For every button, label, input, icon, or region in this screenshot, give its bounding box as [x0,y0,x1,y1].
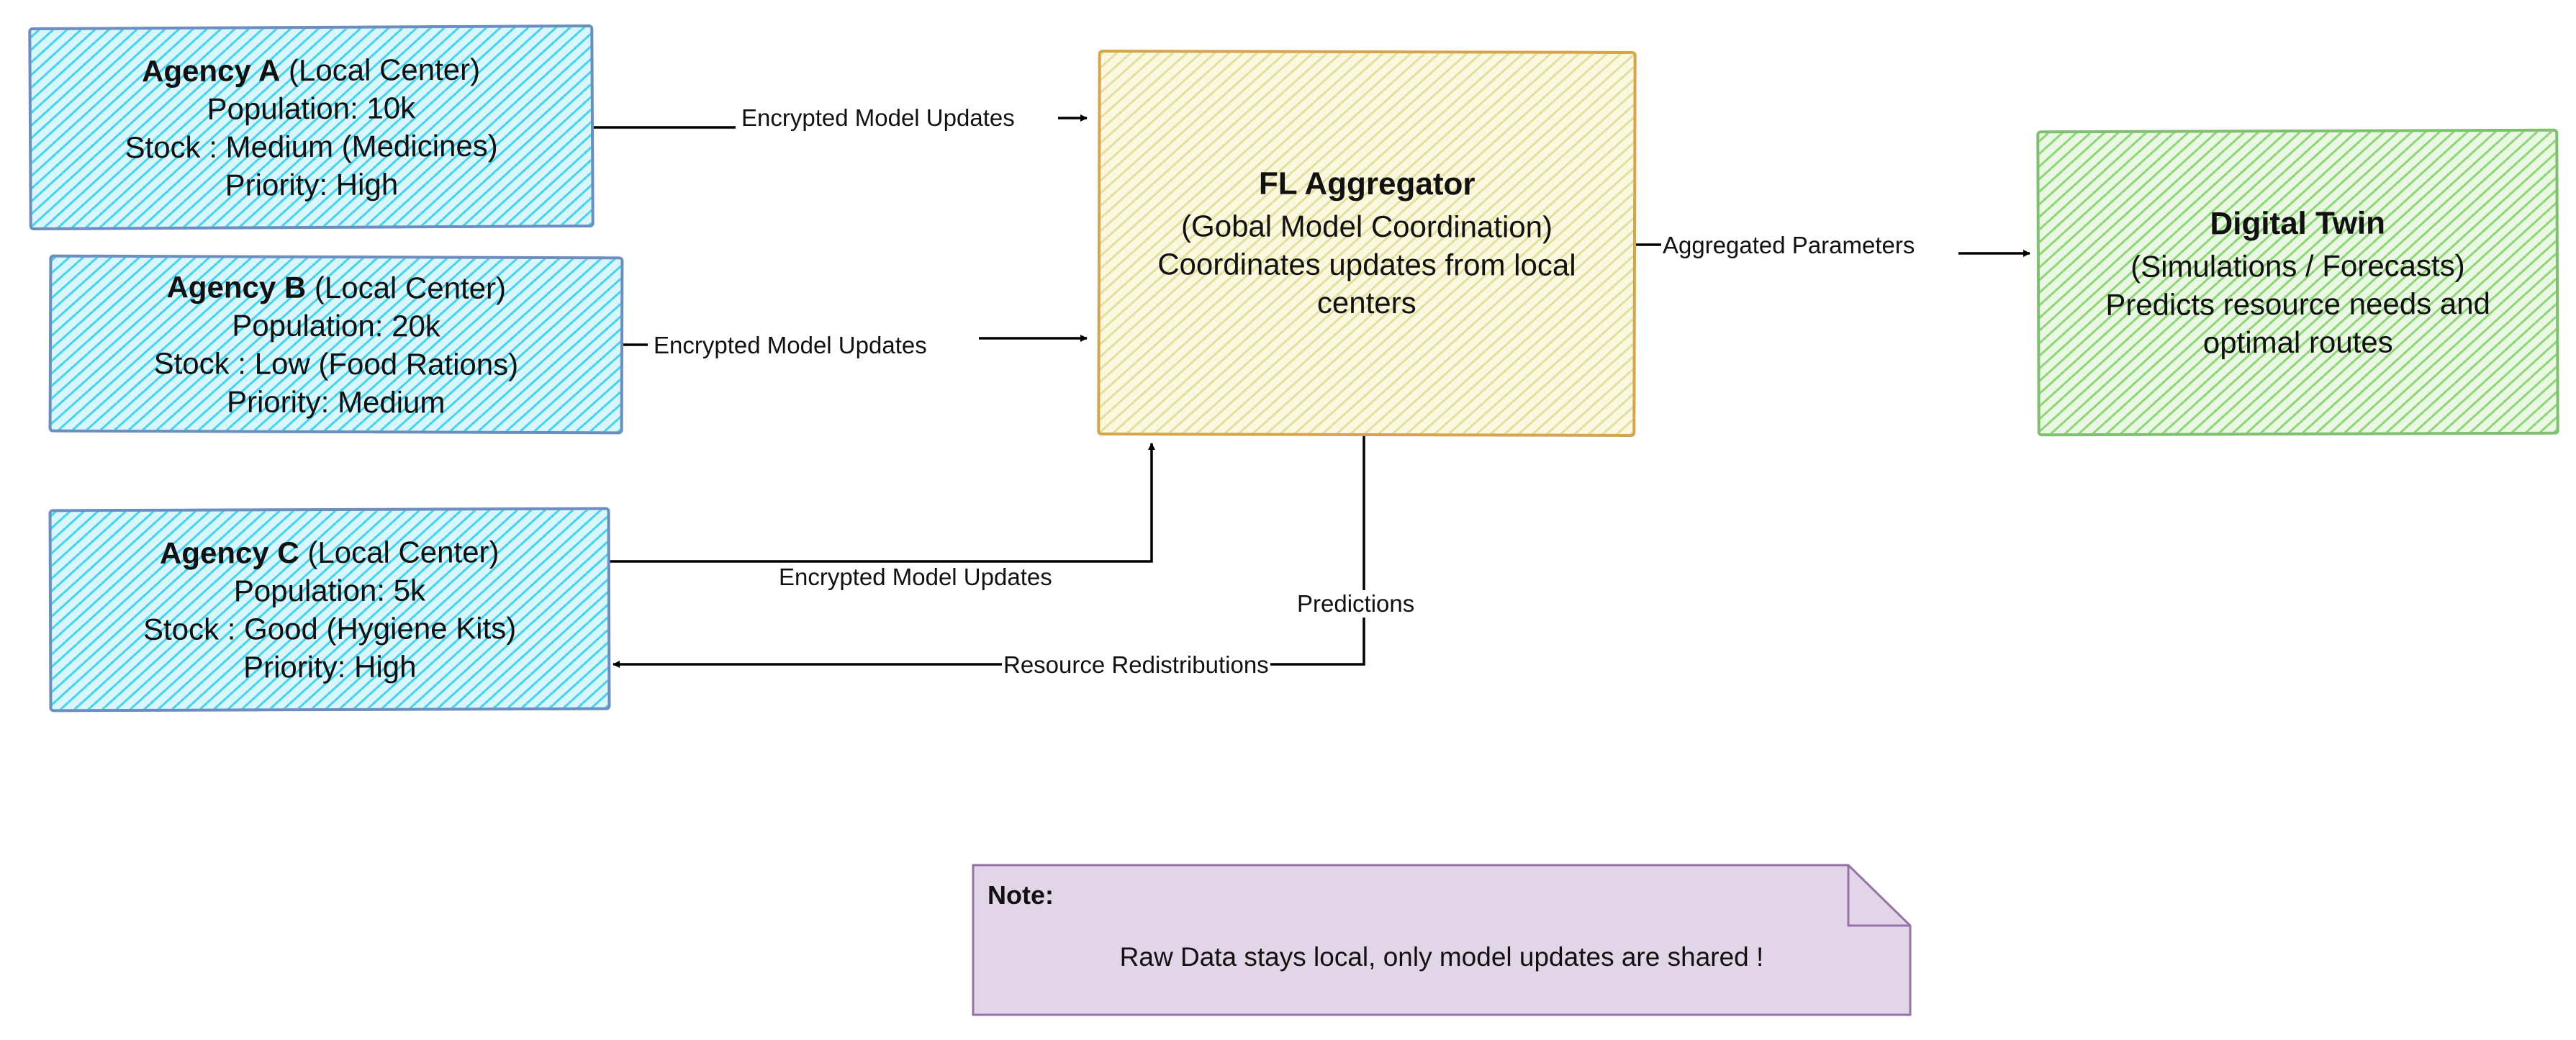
agency-b-name: Agency B [166,269,307,304]
note-shape [972,864,1912,1016]
note-box: Note: Raw Data stays local, only model u… [972,864,1912,1016]
note-title: Note: [988,880,1054,910]
agency-c-title-line: Agency C (Local Center) [160,533,500,572]
agency-a-node[interactable]: Agency A (Local Center) Population: 10k … [28,24,595,231]
edge-label-b-updates: Encrypted Model Updates [652,332,928,359]
digital-twin-node[interactable]: Digital Twin (Simulations / Forecasts) P… [2036,128,2559,437]
agency-c-priority: Priority: High [243,649,417,684]
agency-a-priority: Priority: High [225,167,399,202]
agency-c-type: (Local Center) [307,535,500,570]
agency-c-stock: Stock : Good (Hygiene Kits) [143,611,517,646]
edge-label-aggregated-parameters: Aggregated Parameters [1661,232,1917,259]
agency-b-priority: Priority: Medium [226,384,446,420]
twin-description: Predicts resource needs and optimal rout… [2105,286,2490,359]
agency-b-type: (Local Center) [314,270,507,305]
agency-a-type: (Local Center) [288,52,481,88]
twin-subtitle: (Simulations / Forecasts) [2130,248,2465,284]
agency-c-node[interactable]: Agency C (Local Center) Population: 5k S… [48,507,611,713]
agency-a-population: Population: 10k [207,91,416,126]
agency-a-stock: Stock : Medium (Medicines) [125,128,498,165]
aggregator-description: Coordinates updates from local centers [1157,247,1576,320]
aggregator-title: FL Aggregator [1258,166,1475,202]
agency-a-title-line: Agency A (Local Center) [142,50,480,90]
agency-c-name: Agency C [159,535,299,570]
aggregator-subtitle: (Gobal Model Coordination) [1181,209,1553,244]
fl-aggregator-node[interactable]: FL Aggregator (Gobal Model Coordination)… [1097,50,1637,437]
agency-c-population: Population: 5k [233,573,426,608]
agency-a-name: Agency A [141,53,281,89]
edge-aggregator-to-twin[interactable] [1634,243,2030,253]
edge-label-predictions: Predictions [1296,590,1416,618]
agency-b-node[interactable]: Agency B (Local Center) Population: 20k … [48,254,624,435]
twin-title: Digital Twin [2210,205,2386,241]
edge-label-a-updates: Encrypted Model Updates [740,104,1016,132]
edge-label-c-updates: Encrypted Model Updates [777,564,1054,591]
edge-a-to-aggregator[interactable] [592,118,1087,129]
edge-c-to-aggregator[interactable] [608,443,1155,563]
agency-b-title-line: Agency B (Local Center) [166,268,506,307]
edge-b-to-aggregator[interactable] [623,338,1087,346]
edge-aggregator-to-c-redistribution[interactable] [613,435,1365,668]
agency-b-population: Population: 20k [232,307,440,343]
note-text: Raw Data stays local, only model updates… [1119,942,1764,972]
edge-label-resource-redistributions: Resource Redistributions [1002,651,1270,679]
agency-b-stock: Stock : Low (Food Rations) [153,345,519,381]
